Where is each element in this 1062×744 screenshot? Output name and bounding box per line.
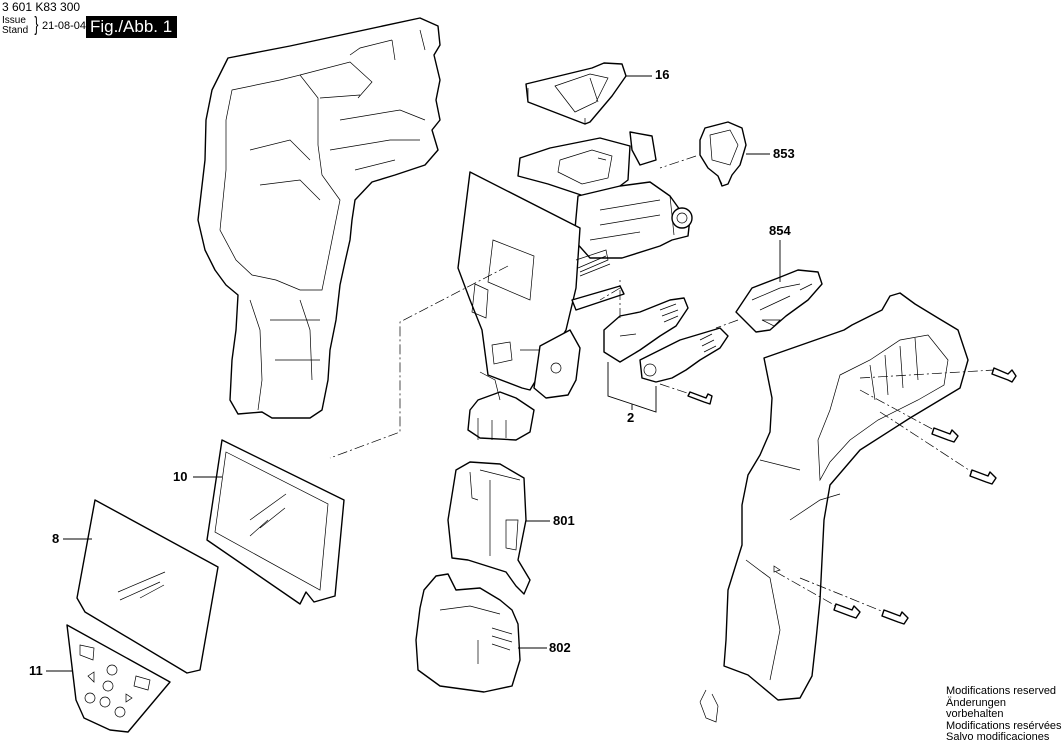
part-802-battery-cover[interactable] bbox=[415, 573, 521, 693]
callout-854: 854 bbox=[769, 223, 791, 238]
part-10-display[interactable] bbox=[206, 439, 345, 605]
part-8-window[interactable] bbox=[76, 499, 219, 674]
housing-left-half[interactable] bbox=[197, 17, 441, 419]
callout-802: 802 bbox=[549, 640, 571, 655]
part-11-keypad[interactable] bbox=[66, 624, 171, 733]
screw[interactable] bbox=[991, 367, 1017, 383]
notice-line-en: Modifications reserved bbox=[946, 685, 1057, 697]
brace: } bbox=[34, 14, 39, 36]
callout-leaders bbox=[46, 75, 781, 672]
notice-line-fr: Modifications resérvées bbox=[946, 719, 1062, 732]
part-853-cover[interactable] bbox=[699, 121, 747, 187]
part-number: 3 601 K83 300 bbox=[2, 0, 81, 14]
callout-11: 11 bbox=[29, 663, 43, 678]
stand-label: Stand bbox=[2, 25, 29, 36]
issue-date: 21-08-04 bbox=[42, 20, 87, 32]
part-854-trigger-cover[interactable] bbox=[735, 269, 823, 333]
callout-10: 10 bbox=[173, 469, 188, 484]
callout-2: 2 bbox=[627, 410, 635, 425]
callout-8: 8 bbox=[52, 531, 60, 546]
callout-16: 16 bbox=[655, 67, 670, 82]
screw[interactable] bbox=[833, 603, 861, 619]
issue-stand-label: Issue Stand bbox=[2, 16, 28, 36]
screw[interactable] bbox=[931, 427, 959, 443]
part-2-trigger-assembly[interactable] bbox=[603, 297, 729, 413]
main-electronics-assembly[interactable] bbox=[457, 131, 693, 441]
part-801-battery-holder[interactable] bbox=[447, 461, 531, 595]
issue-label: Issue bbox=[2, 15, 26, 26]
screw[interactable] bbox=[969, 469, 997, 485]
part-16-cap[interactable] bbox=[525, 62, 627, 125]
screw[interactable] bbox=[881, 609, 909, 625]
callout-853: 853 bbox=[773, 146, 795, 161]
housing-right-half[interactable] bbox=[699, 292, 969, 723]
figure-label: Fig./Abb. 1 bbox=[86, 16, 178, 38]
assembly-lines bbox=[329, 155, 995, 613]
callout-801: 801 bbox=[553, 513, 575, 528]
modifications-notice: Modifications reserved Änderungen vorbeh… bbox=[946, 685, 1062, 744]
notice-line-de: Änderungen vorbehalten bbox=[946, 696, 1006, 720]
